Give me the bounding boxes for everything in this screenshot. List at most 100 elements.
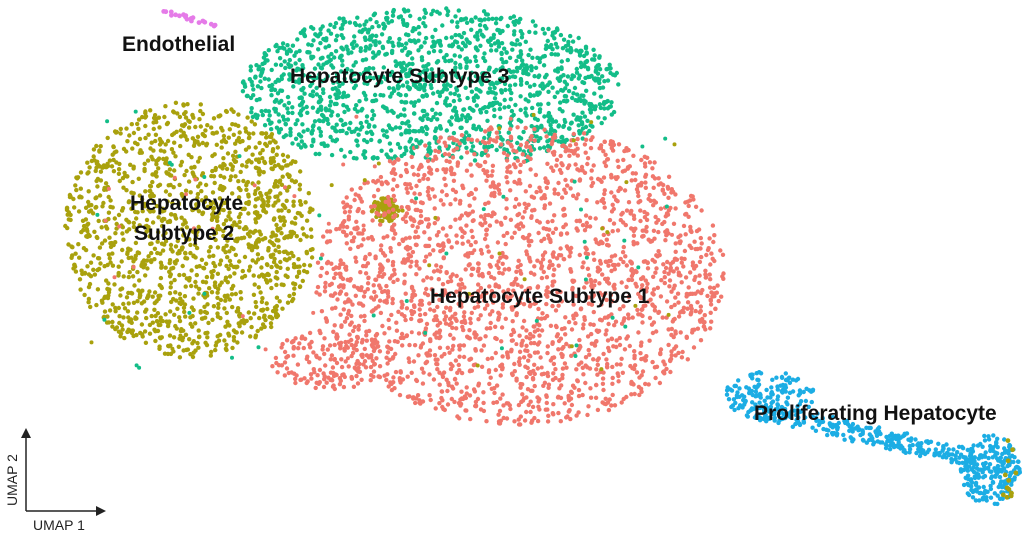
point-hepatocyte-subtype-3 <box>486 132 492 138</box>
point-hepatocyte-subtype-1 <box>545 344 550 349</box>
point-hepatocyte-subtype-2 <box>230 304 235 310</box>
point-hepatocyte-subtype-2 <box>100 204 105 209</box>
point-hepatocyte-subtype-1 <box>395 277 400 282</box>
point-hepatocyte-subtype-1 <box>342 210 348 215</box>
point-hepatocyte-subtype-1 <box>518 414 523 419</box>
point-hepatocyte-subtype-2 <box>264 143 269 148</box>
point-hepatocyte-subtype-2 <box>248 316 253 321</box>
point-hepatocyte-subtype-3 <box>558 32 564 38</box>
point-hepatocyte-subtype-3 <box>250 83 255 88</box>
point-hepatocyte-subtype-3 <box>273 107 278 112</box>
point-hepatocyte-subtype-1 <box>547 236 552 241</box>
point-hepatocyte-subtype-3 <box>282 103 287 108</box>
point-hepatocyte-subtype-2 <box>217 283 222 288</box>
point-hepatocyte-subtype-2 <box>294 274 300 279</box>
point-hepatocyte-subtype-2 <box>246 211 251 216</box>
point-hepatocyte-subtype-1 <box>587 352 592 357</box>
point-hepatocyte-subtype-1 <box>497 408 503 414</box>
point-hepatocyte-subtype-1 <box>332 323 337 328</box>
point-hepatocyte-subtype-1 <box>640 320 645 325</box>
point-hepatocyte-subtype-1 <box>493 350 498 356</box>
point-hepatocyte-subtype-2 <box>222 338 227 343</box>
point-hepatocyte-subtype-3 <box>350 41 355 46</box>
point-hepatocyte-subtype-1 <box>518 142 524 148</box>
point-hepatocyte-subtype-3 <box>376 24 381 29</box>
point-hepatocyte-subtype-1 <box>390 263 396 268</box>
point-hepatocyte-subtype-3 <box>499 41 505 46</box>
point-hepatocyte-subtype-1 <box>417 302 422 307</box>
point-hepatocyte-subtype-3 <box>371 75 376 81</box>
point-hepatocyte-subtype-1 <box>485 244 490 249</box>
point-hepatocyte-subtype-1 <box>315 260 321 265</box>
point-hepatocyte-subtype-2 <box>145 266 150 271</box>
point-hepatocyte-subtype-3 <box>471 123 476 128</box>
point-hepatocyte-subtype-2 <box>287 173 292 179</box>
point-hepatocyte-subtype-1 <box>686 285 691 290</box>
point-hepatocyte-subtype-1 <box>565 246 571 251</box>
point-hepatocyte-subtype-2 <box>287 256 292 261</box>
point-hepatocyte-subtype-2 <box>124 295 130 300</box>
point-hepatocyte-subtype-3 <box>245 93 250 99</box>
point-hepatocyte-subtype-1 <box>358 270 363 275</box>
point-hepatocyte-subtype-2 <box>282 158 287 163</box>
point-hepatocyte-subtype-3 <box>280 114 286 119</box>
point-hepatocyte-subtype-3 <box>418 116 423 121</box>
point-hepatocyte-subtype-3 <box>544 72 549 78</box>
point-hepatocyte-subtype-2 <box>142 329 148 334</box>
point-hepatocyte-subtype-3 <box>254 97 259 103</box>
point-hepatocyte-subtype-1 <box>609 172 614 178</box>
point-hepatocyte-subtype-2 <box>204 141 210 146</box>
point-hepatocyte-subtype-3 <box>371 155 376 160</box>
point-hepatocyte-subtype-2 <box>251 131 256 136</box>
point-hepatocyte-subtype-2 <box>198 108 203 114</box>
point-hepatocyte-subtype-3 <box>404 41 409 46</box>
point-hepatocyte-subtype-1 <box>490 163 496 168</box>
point-hepatocyte-subtype-2 <box>216 305 221 310</box>
point-hepatocyte-subtype-3 <box>407 139 412 144</box>
point-hepatocyte-subtype-1 <box>484 178 489 183</box>
point-hepatocyte-subtype-1 <box>651 185 656 190</box>
point-hepatocyte-subtype-1 <box>580 326 586 331</box>
point-hepatocyte-subtype-1 <box>545 180 550 186</box>
point-hepatocyte-subtype-2 <box>274 282 279 288</box>
point-hepatocyte-subtype-1 <box>428 397 433 403</box>
point-hepatocyte-subtype-1 <box>552 267 557 272</box>
point-hepatocyte-subtype-2 <box>193 279 198 285</box>
point-hepatocyte-subtype-2 <box>379 203 385 208</box>
point-hepatocyte-subtype-3 <box>503 87 508 93</box>
point-hepatocyte-subtype-1 <box>644 229 649 234</box>
point-hepatocyte-subtype-1 <box>499 142 504 147</box>
point-hepatocyte-subtype-1 <box>503 316 508 321</box>
point-hepatocyte-subtype-1 <box>488 326 493 331</box>
point-hepatocyte-subtype-3 <box>330 138 335 143</box>
point-hepatocyte-subtype-2 <box>150 294 155 299</box>
point-hepatocyte-subtype-3 <box>537 107 543 112</box>
point-hepatocyte-subtype-1 <box>437 370 442 375</box>
point-hepatocyte-subtype-1 <box>508 136 514 141</box>
point-hepatocyte-subtype-1 <box>668 369 673 375</box>
point-hepatocyte-subtype-1 <box>441 310 447 315</box>
point-hepatocyte-subtype-3 <box>384 106 389 111</box>
point-hepatocyte-subtype-2 <box>263 317 268 323</box>
point-hepatocyte-subtype-1 <box>377 283 382 288</box>
point-hepatocyte-subtype-2 <box>187 278 192 283</box>
point-hepatocyte-subtype-1 <box>527 183 533 189</box>
point-hepatocyte-subtype-3 <box>508 15 513 21</box>
point-hepatocyte-subtype-3 <box>592 107 598 112</box>
point-hepatocyte-subtype-3 <box>403 93 409 98</box>
point-hepatocyte-subtype-2 <box>256 285 261 290</box>
point-hepatocyte-subtype-2 <box>186 125 192 130</box>
point-hepatocyte-subtype-1 <box>393 213 398 218</box>
point-hepatocyte-subtype-1 <box>626 200 632 205</box>
point-hepatocyte-subtype-2 <box>224 166 230 172</box>
point-hepatocyte-subtype-1 <box>361 294 367 299</box>
point-hepatocyte-subtype-2 <box>98 169 104 174</box>
point-hepatocyte-subtype-1 <box>528 167 533 172</box>
point-hepatocyte-subtype-2 <box>214 216 219 221</box>
point-hepatocyte-subtype-2 <box>76 209 82 214</box>
point-hepatocyte-subtype-3 <box>377 138 382 144</box>
point-hepatocyte-subtype-2 <box>175 306 180 311</box>
point-hepatocyte-subtype-3 <box>253 74 258 79</box>
point-hepatocyte-subtype-3 <box>277 56 283 61</box>
point-hepatocyte-subtype-3 <box>431 115 436 120</box>
